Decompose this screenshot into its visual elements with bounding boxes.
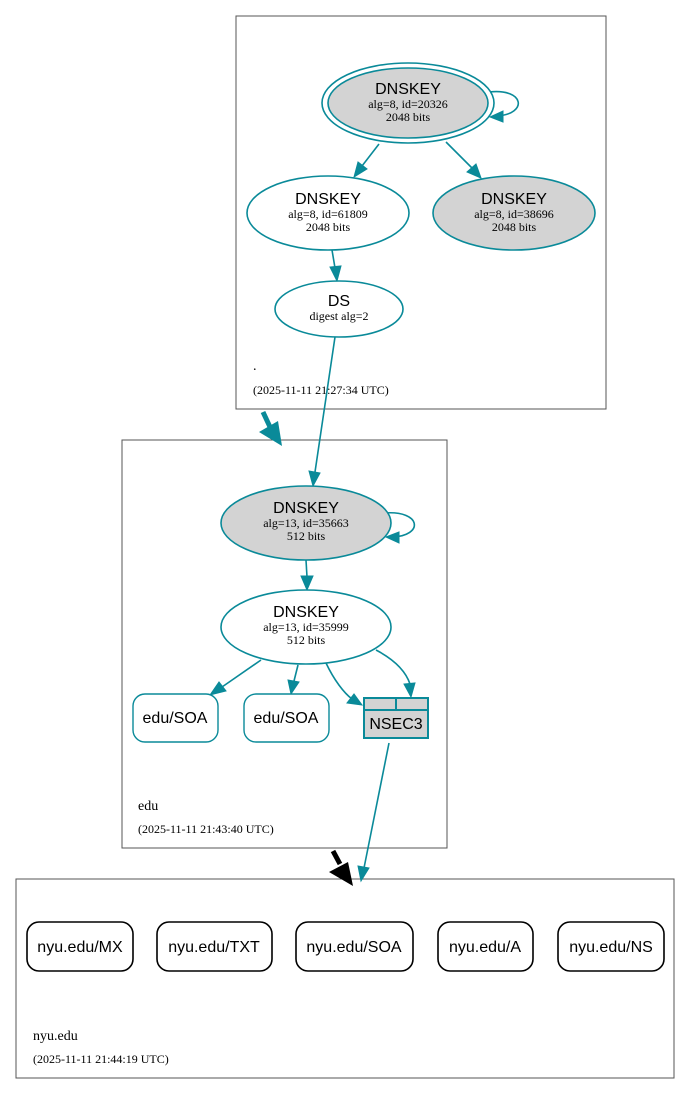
zone-timestamp-edu: (2025-11-11 21:43:40 UTC) — [138, 822, 274, 836]
edge-edu-zsk-soa2 — [293, 664, 299, 682]
arrow-nsec3-nyu — [357, 865, 370, 883]
arrow-root-ksk-zsk2 — [466, 163, 482, 179]
node-detail-line2: 2048 bits — [492, 220, 537, 234]
node-nsec3: NSEC3 — [363, 697, 429, 739]
arrow-edu-zsk-nsec3-a — [346, 693, 364, 706]
edge-edu-zsk-soa1 — [221, 659, 262, 688]
zone-timestamp-root: (2025-11-11 21:27:34 UTC) — [253, 383, 389, 397]
node-nyu-mx: nyu.edu/MX — [26, 921, 134, 972]
edge-root-ksk-zsk1 — [361, 143, 380, 167]
node-nyu-a: nyu.edu/A — [437, 921, 534, 972]
edge-edu-ksk-self — [383, 512, 416, 538]
rrset-label: nyu.edu/A — [449, 939, 521, 956]
node-detail-line1: alg=13, id=35999 — [263, 620, 349, 634]
edge-root-ksk-zsk2 — [445, 141, 473, 169]
zone-label-root: . — [253, 359, 257, 374]
node-detail-line2: 512 bits — [287, 633, 326, 647]
arrow-root-ksk-zsk1 — [353, 161, 368, 179]
nsec3-label: NSEC3 — [369, 716, 422, 733]
node-root-ksk: DNSKEY alg=8, id=20326 2048 bits — [321, 62, 495, 144]
node-edu-zsk: DNSKEY alg=13, id=35999 512 bits — [220, 589, 392, 665]
arrow-ds-edu-ksk — [308, 470, 321, 488]
arrow-root-ksk-self — [488, 110, 504, 123]
node-detail-line1: alg=13, id=35663 — [263, 516, 349, 530]
arrow-edu-zsk-nsec3-b — [403, 682, 416, 699]
node-detail-line2: 512 bits — [287, 529, 326, 543]
arrow-edu-ksk-self — [384, 531, 400, 544]
zone-timestamp-nyu: (2025-11-11 21:44:19 UTC) — [33, 1052, 169, 1066]
zone-box-root — [235, 15, 607, 410]
node-edu-soa-1: edu/SOA — [132, 693, 219, 743]
node-detail-line1: alg=8, id=20326 — [368, 97, 448, 111]
zone-box-edu — [121, 439, 448, 849]
node-detail-line1: alg=8, id=38696 — [474, 207, 554, 221]
arrow-edu-zsk-soa2 — [287, 679, 300, 696]
rrset-label: edu/SOA — [254, 710, 319, 727]
node-edu-soa-2: edu/SOA — [243, 693, 330, 743]
node-nyu-soa: nyu.edu/SOA — [295, 921, 414, 972]
node-nyu-txt: nyu.edu/TXT — [156, 921, 273, 972]
node-edu-ksk: DNSKEY alg=13, id=35663 512 bits — [220, 485, 392, 561]
edge-edu-zsk-nsec3-b — [375, 649, 411, 685]
node-type-label: DNSKEY — [295, 191, 361, 208]
zone-label-nyu: nyu.edu — [33, 1029, 78, 1044]
node-type-label: DNSKEY — [273, 604, 339, 621]
rrset-label: nyu.edu/TXT — [168, 939, 260, 956]
edge-ds-edu-ksk — [314, 336, 336, 473]
arrow-edu-ksk-zsk — [300, 575, 314, 592]
node-ds: DS digest alg=2 — [274, 280, 404, 338]
edge-edu-zsk-nsec3-a — [325, 662, 353, 700]
delegation-arrow-edu-nyu — [329, 862, 353, 886]
edge-nsec3-nyu — [363, 742, 390, 869]
node-root-zsk2: DNSKEY alg=8, id=38696 2048 bits — [432, 175, 596, 251]
edge-root-ksk-self — [488, 90, 519, 117]
rrset-label: edu/SOA — [143, 710, 208, 727]
zone-label-edu: edu — [138, 799, 158, 814]
arrow-root-zsk1-ds — [329, 265, 342, 283]
delegation-arrow-root-edu — [259, 421, 282, 446]
node-root-zsk1: DNSKEY alg=8, id=61809 2048 bits — [246, 175, 410, 251]
delegation-root-edu — [260, 410, 273, 429]
edge-root-zsk1-ds — [331, 249, 336, 269]
delegation-edu-nyu — [330, 849, 343, 866]
node-type-label: DS — [328, 293, 350, 310]
edge-edu-ksk-zsk — [305, 559, 308, 578]
node-type-label: DNSKEY — [375, 81, 441, 98]
node-type-label: DNSKEY — [273, 500, 339, 517]
arrow-edu-zsk-soa1 — [208, 681, 227, 696]
rrset-label: nyu.edu/NS — [569, 939, 653, 956]
node-detail-line2: 2048 bits — [386, 110, 431, 124]
rrset-label: nyu.edu/MX — [37, 939, 123, 956]
node-nyu-ns: nyu.edu/NS — [557, 921, 665, 972]
node-detail-line2: 2048 bits — [306, 220, 351, 234]
node-type-label: DNSKEY — [481, 191, 547, 208]
zone-box-nyu — [15, 878, 675, 1079]
node-detail-line1: digest alg=2 — [309, 309, 368, 323]
rrset-label: nyu.edu/SOA — [306, 939, 402, 956]
node-detail-line1: alg=8, id=61809 — [288, 207, 368, 221]
